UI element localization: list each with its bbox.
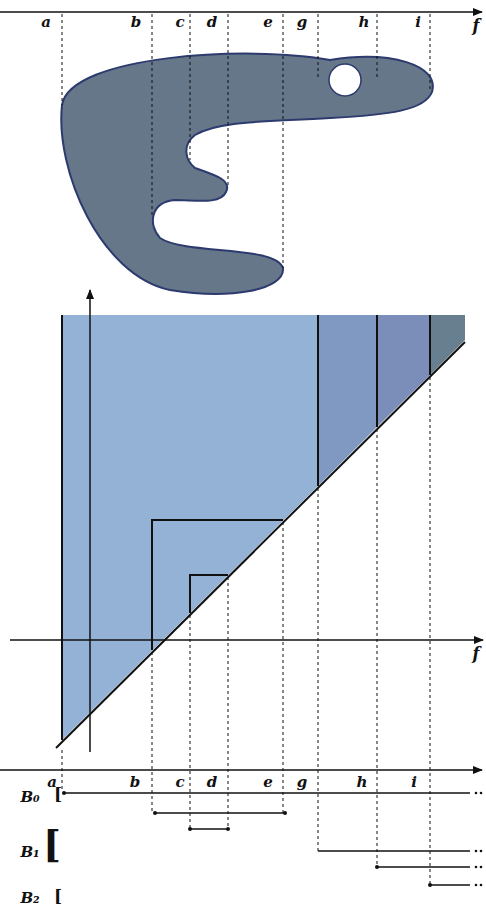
- axis-letter: c: [175, 15, 184, 30]
- axis-letter: b: [131, 15, 142, 30]
- vertical-axis: [89, 290, 91, 752]
- region: [318, 315, 377, 486]
- barcode-bars: [64, 793, 470, 885]
- level-lines: [62, 14, 430, 268]
- axis-letter: h: [357, 775, 368, 790]
- bottom-axis: [0, 769, 482, 771]
- top-axis: [0, 11, 482, 13]
- persistence-boxes: [62, 315, 430, 740]
- shape: [61, 54, 433, 294]
- axis-letter: d: [207, 775, 218, 790]
- hole: [329, 64, 361, 96]
- diagonal: [56, 342, 465, 748]
- projection-lines: [62, 377, 430, 885]
- axis-letter: h: [359, 15, 370, 30]
- axis-letter: e: [263, 775, 273, 790]
- axis-name: f: [473, 18, 480, 34]
- axis-letter: i: [415, 15, 421, 30]
- barcode-name: B₁: [20, 845, 39, 860]
- bracket: [: [43, 826, 61, 864]
- axis-letter: g: [297, 15, 308, 30]
- axis-letter: i: [411, 775, 417, 790]
- barcode-name: B₀: [20, 790, 39, 805]
- barcode-name: B₂: [20, 891, 39, 906]
- axis-letter: b: [130, 775, 141, 790]
- horizontal-axis: [10, 639, 483, 641]
- axis-letter: a: [41, 15, 51, 30]
- region: [377, 315, 430, 427]
- region: [430, 315, 465, 375]
- axis-letter: g: [297, 775, 308, 790]
- axis-letter: c: [175, 775, 184, 790]
- bracket: [: [54, 786, 62, 803]
- axis-letter: e: [263, 15, 273, 30]
- axis-name: f: [473, 646, 480, 662]
- bracket: [: [54, 888, 62, 905]
- bar-dots: [62, 791, 482, 887]
- axis-letter: d: [207, 15, 218, 30]
